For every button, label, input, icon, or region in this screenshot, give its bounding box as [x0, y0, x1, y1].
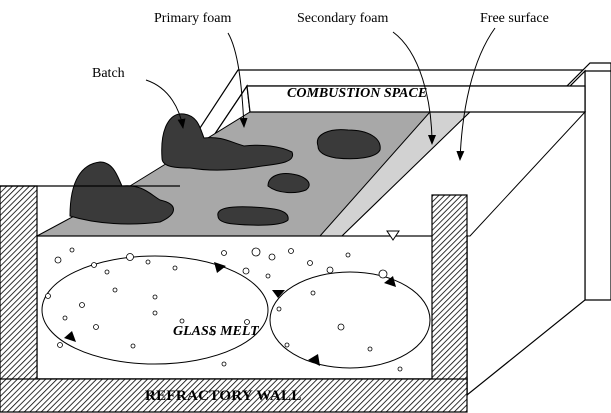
refractory-wall-bottom — [0, 378, 468, 413]
batch-pile-mid — [267, 173, 310, 194]
batch-piles — [69, 113, 381, 226]
circulation-loop-left — [41, 255, 269, 365]
refractory-wall-right — [431, 194, 468, 396]
label-batch: Batch — [92, 66, 125, 81]
label-combustion-space: COMBUSTION SPACE — [287, 86, 427, 101]
circulation-loop-right — [269, 271, 431, 369]
leader-free-surface — [456, 27, 496, 161]
label-secondary-foam: Secondary foam — [297, 11, 388, 26]
flow-arrow-icon — [214, 262, 226, 273]
leader-secondary-foam — [392, 31, 436, 145]
label-primary-foam: Primary foam — [154, 11, 231, 26]
combustion-space-panel — [246, 85, 586, 113]
label-free-surface: Free surface — [480, 11, 549, 26]
batch-pile-tall — [161, 113, 294, 171]
refractory-walls — [0, 185, 468, 413]
flow-arrow-icon — [64, 331, 76, 342]
batch-pile-large-left — [69, 161, 174, 225]
free-surface-marker-icon — [386, 230, 400, 241]
flow-arrow-icon — [384, 276, 396, 287]
leader-primary-foam — [227, 32, 248, 128]
flow-arrow-icon — [308, 354, 320, 366]
label-refractory-wall: REFRACTORY WALL — [145, 388, 302, 404]
bubbles — [45, 247, 403, 372]
leader-lines — [145, 27, 496, 161]
label-glass-melt: GLASS MELT — [173, 324, 260, 339]
batch-pile-bottom — [217, 206, 289, 226]
glass-melt-body — [36, 235, 468, 380]
leader-batch — [145, 79, 186, 129]
flow-arrows — [64, 262, 396, 366]
flow-arrow-icon — [272, 290, 285, 298]
batch-pile-right — [316, 129, 381, 160]
circulation-loops — [41, 255, 431, 369]
